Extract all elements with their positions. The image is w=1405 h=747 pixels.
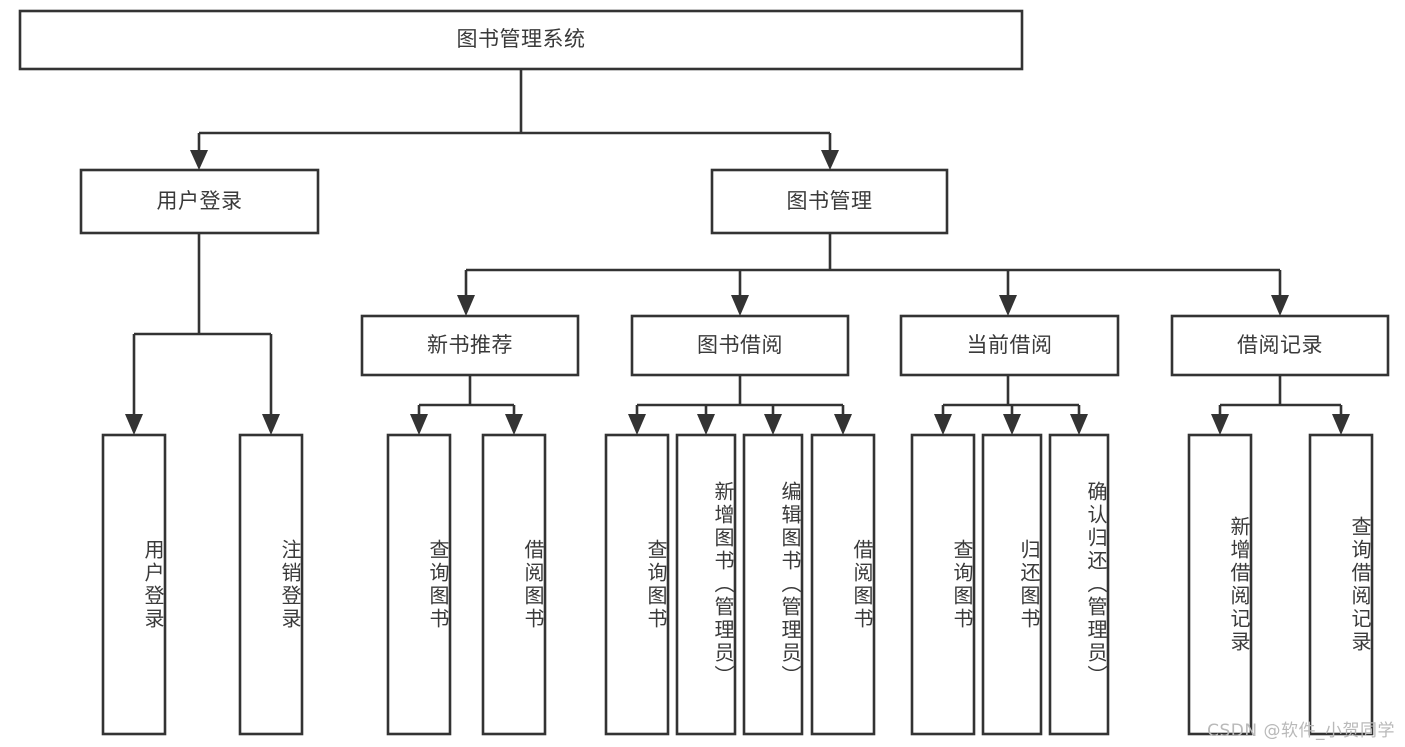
- node-box-leaf-query-book-1[interactable]: [386, 433, 452, 736]
- node-box-leaf-query-book-3[interactable]: [910, 433, 976, 736]
- arrow-head-icon: [1271, 295, 1289, 316]
- node-box-new-book-rec[interactable]: [360, 314, 580, 377]
- watermark-text: CSDN @软件_小贺同学: [1207, 721, 1395, 741]
- arrow-head-icon: [1003, 414, 1021, 435]
- edge-group-new-book-rec: [410, 375, 523, 435]
- arrow-head-icon: [731, 295, 749, 316]
- arrow-head-icon: [125, 414, 143, 435]
- arrow-head-icon: [262, 414, 280, 435]
- node-box-leaf-logout[interactable]: [238, 433, 304, 736]
- arrow-head-icon: [628, 414, 646, 435]
- node-box-leaf-user-login[interactable]: [101, 433, 167, 736]
- node-box-root[interactable]: [18, 9, 1024, 71]
- arrow-head-icon: [1070, 414, 1088, 435]
- arrow-head-icon: [697, 414, 715, 435]
- node-box-current-borrow[interactable]: [899, 314, 1120, 377]
- edge-group-user-login: [125, 233, 280, 435]
- arrow-head-icon: [821, 150, 839, 170]
- node-box-leaf-borrow-book-2[interactable]: [810, 433, 876, 736]
- node-box-borrow-record[interactable]: [1170, 314, 1390, 377]
- arrow-head-icon: [1211, 414, 1229, 435]
- arrow-head-icon: [764, 414, 782, 435]
- node-box-leaf-borrow-book-1[interactable]: [481, 433, 547, 736]
- arrow-head-icon: [410, 414, 428, 435]
- node-box-leaf-confirm-return[interactable]: [1048, 433, 1110, 736]
- edge-group-book-borrow: [628, 375, 852, 435]
- edge-group-current-borrow: [934, 375, 1088, 435]
- node-box-leaf-return-book[interactable]: [981, 433, 1043, 736]
- node-box-book-manage[interactable]: [710, 168, 949, 235]
- node-box-leaf-query-book-2[interactable]: [604, 433, 670, 736]
- arrow-head-icon: [457, 295, 475, 316]
- arrow-head-icon: [505, 414, 523, 435]
- arrow-head-icon: [1332, 414, 1350, 435]
- arrow-head-icon: [834, 414, 852, 435]
- node-box-leaf-add-record[interactable]: [1187, 433, 1253, 736]
- node-box-user-login[interactable]: [79, 168, 320, 235]
- arrow-head-icon: [934, 414, 952, 435]
- arrow-head-icon: [999, 295, 1017, 316]
- node-box-leaf-add-book[interactable]: [675, 433, 737, 736]
- node-box-book-borrow[interactable]: [630, 314, 850, 377]
- edge-group-root: [190, 69, 839, 170]
- arrow-head-icon: [190, 150, 208, 170]
- node-box-leaf-edit-book[interactable]: [742, 433, 804, 736]
- edge-group-book-manage: [457, 233, 1289, 316]
- edge-group-borrow-record: [1211, 375, 1350, 435]
- node-box-leaf-query-record[interactable]: [1308, 433, 1374, 736]
